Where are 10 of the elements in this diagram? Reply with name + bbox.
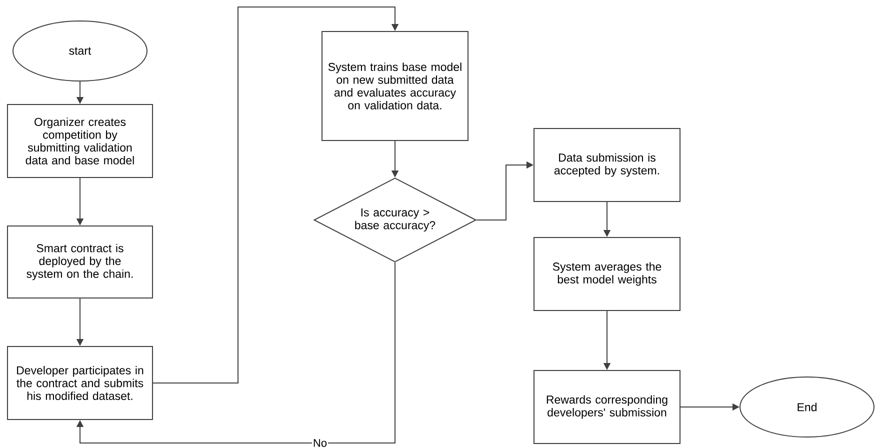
- edge-label: No: [312, 438, 328, 448]
- process-box: System averages the best model weights: [534, 237, 680, 311]
- process-box: System trains base model on new submitted data and evaluates accuracy on validation data.: [322, 31, 468, 141]
- process-box: Developer participates in the contract and submits his modified dataset.: [7, 346, 153, 420]
- process-box: Rewards corresponding developers' submission: [534, 370, 680, 444]
- process-box: Organizer creates competition by submitting validation data and base model: [7, 104, 153, 178]
- arrow: [76, 262, 396, 444]
- process-box: Data submission is accepted by system.: [534, 128, 680, 202]
- arrow: [152, 6, 399, 384]
- process-box: Smart contract is deployed by the system on the chain.: [7, 226, 153, 298]
